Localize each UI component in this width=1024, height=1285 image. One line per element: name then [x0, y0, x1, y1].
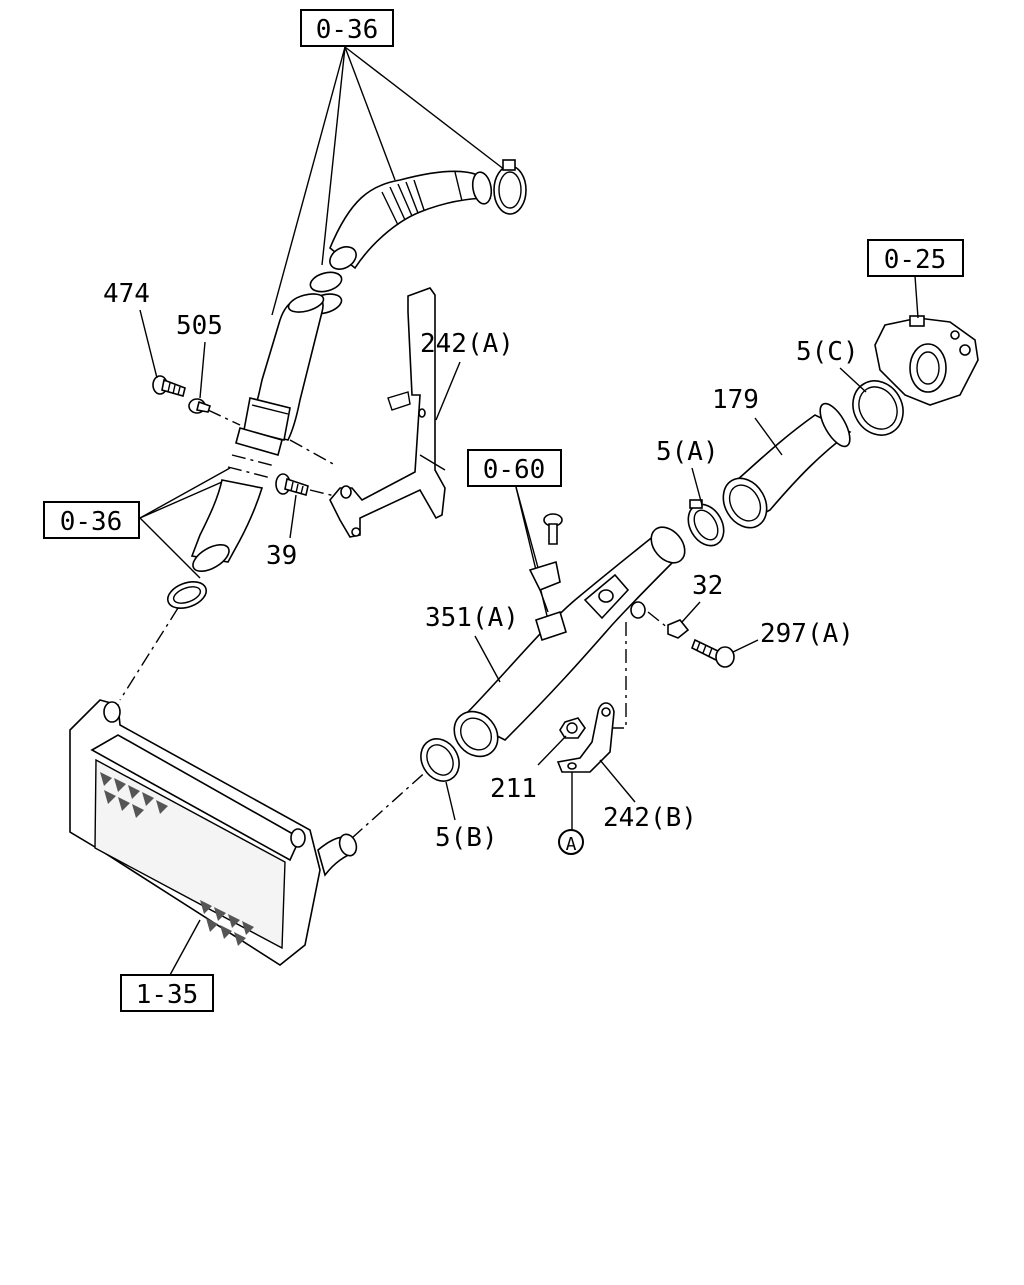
upper-air-hose[interactable] [326, 170, 494, 274]
label-505: 505 [176, 311, 223, 399]
label-297a: 297(A) [732, 619, 854, 653]
ref-box-0-60[interactable]: 0-60 [467, 449, 562, 487]
hose-clamp-5b[interactable] [413, 732, 466, 788]
svg-text:5(A): 5(A) [656, 437, 719, 467]
svg-text:242(B): 242(B) [603, 803, 697, 833]
ref-box-0-36-left[interactable]: 0-36 [43, 501, 140, 539]
marker-a: A [558, 829, 584, 855]
svg-text:39: 39 [266, 541, 297, 571]
ref-box-0-36-top[interactable]: 0-36 [300, 9, 394, 47]
air-hose-179[interactable] [715, 399, 856, 535]
leader-1-35 [169, 919, 201, 976]
leader-lines-0-36-top [271, 46, 506, 316]
svg-text:242(A): 242(A) [420, 329, 514, 359]
centerline-intercooler-outlet [351, 767, 431, 839]
label-5c: 5(C) [796, 337, 867, 393]
bracket-242b[interactable] [556, 702, 615, 773]
svg-text:179: 179 [712, 385, 759, 415]
intercooler-fins-lower [200, 900, 254, 946]
label-474: 474 [103, 279, 158, 379]
marker-a-label: A [566, 834, 577, 855]
hose-clamp-5c[interactable] [843, 372, 913, 444]
bolt-297a[interactable] [690, 638, 735, 668]
label-5a: 5(A) [656, 437, 719, 506]
bolt-39[interactable] [275, 473, 309, 497]
vertical-air-pipe[interactable] [227, 291, 325, 479]
ref-box-0-25[interactable]: 0-25 [867, 239, 964, 277]
ref-box-1-35[interactable]: 1-35 [120, 974, 214, 1012]
label-39: 39 [266, 494, 297, 571]
label-242b: 242(B) [599, 759, 697, 833]
svg-text:5(B): 5(B) [435, 823, 498, 853]
nut-211[interactable] [559, 717, 586, 739]
lower-connector-hose[interactable] [189, 479, 264, 577]
hose-clamp-lower-left[interactable] [164, 577, 210, 613]
centerline-bracket-242b [612, 622, 627, 729]
leader-lines-0-36-left [139, 467, 231, 579]
label-5b: 5(B) [435, 781, 498, 853]
label-179: 179 [712, 385, 783, 456]
bolt-0-60[interactable] [543, 513, 563, 545]
label-351a: 351(A) [425, 603, 519, 683]
bracket-242a[interactable] [329, 287, 446, 538]
nut-32[interactable] [667, 619, 690, 639]
clip-0-60[interactable] [528, 560, 561, 613]
centerline-intercooler-inlet [119, 607, 179, 701]
bolt-474[interactable] [152, 375, 186, 397]
centerline-nut-32 [647, 611, 669, 629]
intake-pipe-351a[interactable] [445, 521, 691, 766]
leader-0-25 [914, 275, 919, 319]
intercooler-fins-upper [100, 772, 168, 818]
washer-505[interactable] [188, 398, 212, 414]
label-32: 32 [681, 571, 723, 623]
svg-text:505: 505 [176, 311, 223, 341]
centerline-bolt-39 [309, 489, 336, 497]
svg-text:32: 32 [692, 571, 723, 601]
throttle-body-0-25[interactable] [874, 315, 979, 406]
hose-clamp-top[interactable] [493, 159, 527, 215]
ref-box-1-35-label: 1-35 [136, 980, 199, 1010]
ref-box-0-25-label: 0-25 [884, 245, 947, 275]
intercooler[interactable] [69, 699, 359, 966]
svg-text:5(C): 5(C) [796, 337, 859, 367]
svg-text:351(A): 351(A) [425, 603, 519, 633]
label-242a: 242(A) [420, 329, 514, 421]
centerline-bracket [289, 439, 336, 466]
svg-text:474: 474 [103, 279, 150, 309]
ref-box-0-36-left-label: 0-36 [60, 507, 123, 537]
svg-text:297(A): 297(A) [760, 619, 854, 649]
ref-box-0-36-top-label: 0-36 [316, 15, 379, 45]
centerline-bolt-474 [207, 409, 241, 426]
label-211: 211 [490, 735, 567, 804]
hose-clamp-5a[interactable] [681, 498, 731, 552]
svg-text:211: 211 [490, 774, 537, 804]
ref-box-0-60-label: 0-60 [483, 455, 546, 485]
